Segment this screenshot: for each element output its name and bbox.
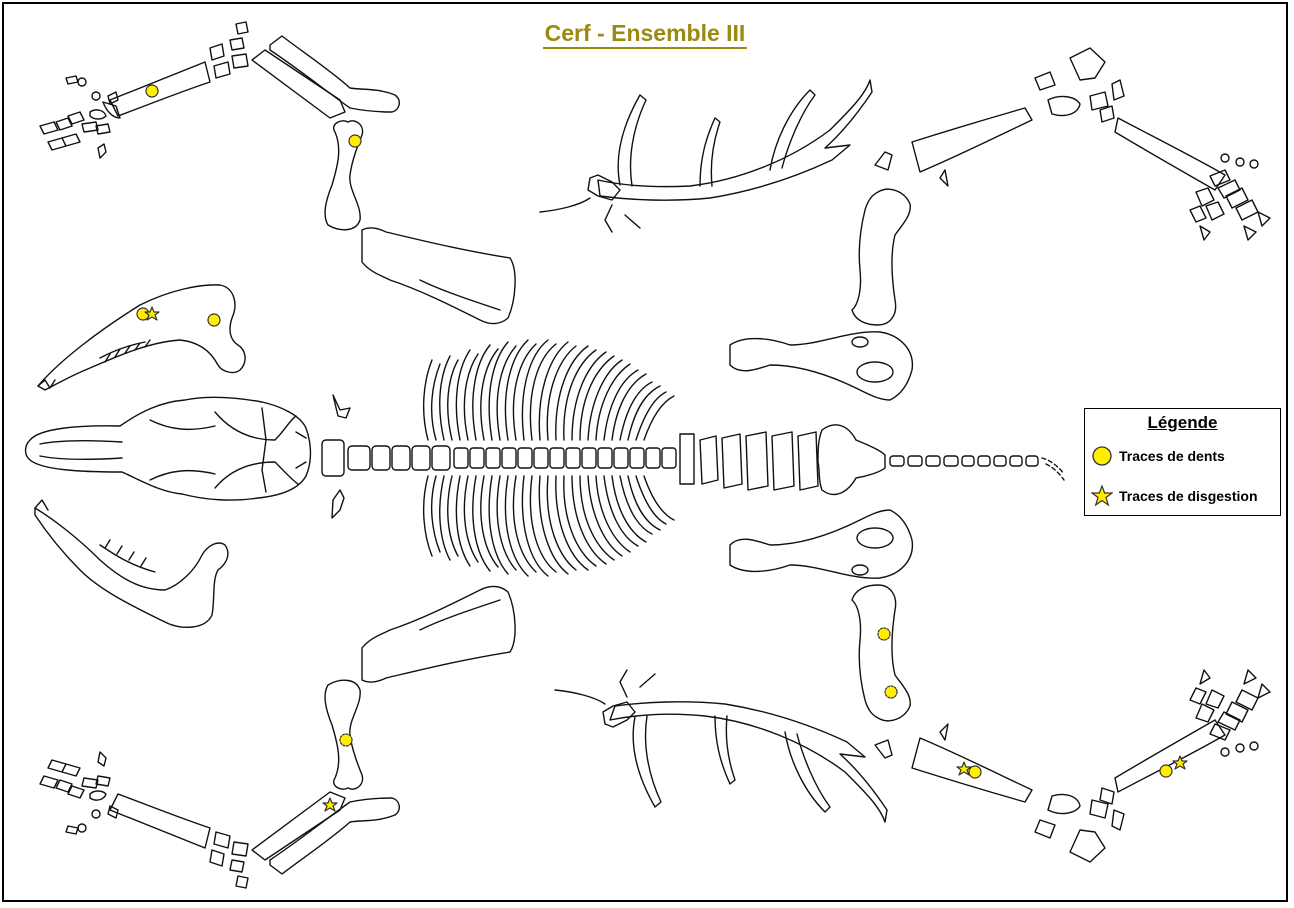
tooth-mark-lower-right-femur-a [878, 628, 890, 640]
tooth-mark-lower-right-femur-b [885, 686, 897, 698]
tooth-mark-mandible-b [208, 314, 220, 326]
tooth-mark-lower-right-metatarsal [1160, 765, 1172, 777]
antler-upper [540, 80, 872, 232]
upper-right-pelvis [730, 332, 912, 400]
lower-right-hindfoot [1035, 670, 1270, 862]
ribs-lower [424, 476, 674, 576]
lower-right-femur [852, 585, 910, 721]
ribs-upper [424, 340, 674, 440]
tooth-mark-lower-right-tibia [969, 766, 981, 778]
mandible-lower [35, 500, 228, 627]
tooth-mark-lower-left-humerus [340, 734, 352, 746]
antler-lower [555, 670, 887, 822]
star-marker-icon [1091, 485, 1113, 507]
skull [26, 397, 311, 500]
lower-left-scapula [362, 586, 515, 682]
legend-item-tooth-marks: Traces de dents [1091, 445, 1225, 467]
lower-right-patella [875, 740, 892, 758]
upper-left-forelimb [40, 22, 248, 158]
thoracic-vertebrae [454, 448, 676, 468]
caudal-vertebrae [890, 456, 1064, 480]
legend-label-tooth-marks: Traces de dents [1119, 448, 1225, 464]
tooth-mark-upper-left-metacarpal [146, 85, 158, 97]
sacrum [818, 425, 885, 495]
mandible-upper [38, 285, 245, 390]
hyoid-lower [332, 490, 344, 518]
legend-item-digestion-marks: Traces de disgestion [1091, 485, 1258, 507]
lower-left-forelimb [40, 752, 248, 888]
lumbar-vertebrae [680, 432, 818, 490]
digestion-mark-lower-right-metatarsal [1173, 756, 1187, 769]
tooth-mark-upper-left-humerus [349, 135, 361, 147]
legend-title: Légende [1085, 413, 1280, 433]
circle-marker-icon [1091, 445, 1113, 467]
upper-right-femur [852, 189, 910, 325]
upper-left-radius [252, 36, 399, 118]
lower-right-tibia [912, 724, 1032, 802]
upper-right-hindfoot [1035, 48, 1270, 240]
legend-label-digestion-marks: Traces de disgestion [1119, 488, 1258, 504]
upper-left-scapula [362, 228, 515, 324]
lower-right-pelvis [730, 510, 912, 578]
upper-right-tibia [912, 108, 1032, 186]
cervical-vertebrae [322, 440, 450, 476]
hyoid-upper [333, 395, 350, 418]
digestion-mark-lower-left-radius [323, 798, 337, 811]
legend: Légende Traces de dents Traces de disges… [1084, 408, 1281, 516]
upper-right-patella [875, 152, 892, 170]
